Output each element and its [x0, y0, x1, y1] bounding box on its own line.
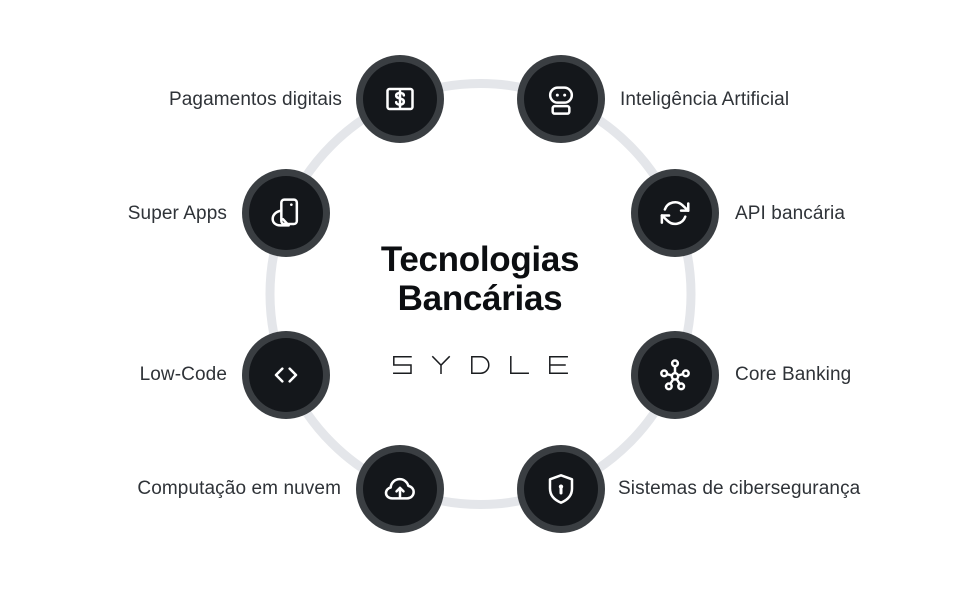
node-pagamentos-digitais	[356, 55, 444, 143]
node-api-bancaria	[631, 169, 719, 257]
banknote-dollar-icon	[386, 87, 414, 111]
logo-letter-l	[510, 356, 529, 374]
label-sistemas-ciberseguranca: Sistemas de cibersegurança	[618, 478, 861, 499]
page-title: Tecnologias Bancárias	[380, 240, 580, 318]
node-inteligencia-artificial	[517, 55, 605, 143]
sydle-logo	[392, 354, 568, 376]
cloud-upload-icon	[384, 477, 415, 500]
node-core-banking	[631, 331, 719, 419]
code-brackets-icon	[274, 367, 298, 383]
label-super-apps: Super Apps	[127, 203, 227, 224]
node-low-code	[242, 331, 330, 419]
label-inteligencia-artificial: Inteligência Artificial	[620, 89, 790, 110]
robot-icon	[548, 86, 574, 115]
smartphone-share-icon	[271, 198, 299, 227]
node-computacao-em-nuvem	[356, 445, 444, 533]
shield-keyhole-icon	[548, 474, 574, 504]
label-api-bancaria: API bancária	[735, 203, 845, 224]
label-core-banking: Core Banking	[735, 364, 852, 385]
sync-arrows-icon	[660, 201, 690, 226]
logo-letter-y	[431, 355, 451, 374]
label-low-code: Low-Code	[139, 364, 227, 385]
title-line-1: Tecnologias	[380, 240, 580, 279]
node-super-apps	[242, 169, 330, 257]
logo-letter-s	[393, 356, 412, 374]
title-line-2: Bancárias	[397, 279, 563, 318]
label-pagamentos-digitais: Pagamentos digitais	[168, 89, 342, 110]
node-sistemas-ciberseguranca	[517, 445, 605, 533]
label-computacao-em-nuvem: Computação em nuvem	[137, 478, 341, 499]
network-hub-icon	[660, 359, 690, 391]
logo-letter-e	[549, 356, 568, 374]
logo-letter-d	[471, 356, 490, 374]
